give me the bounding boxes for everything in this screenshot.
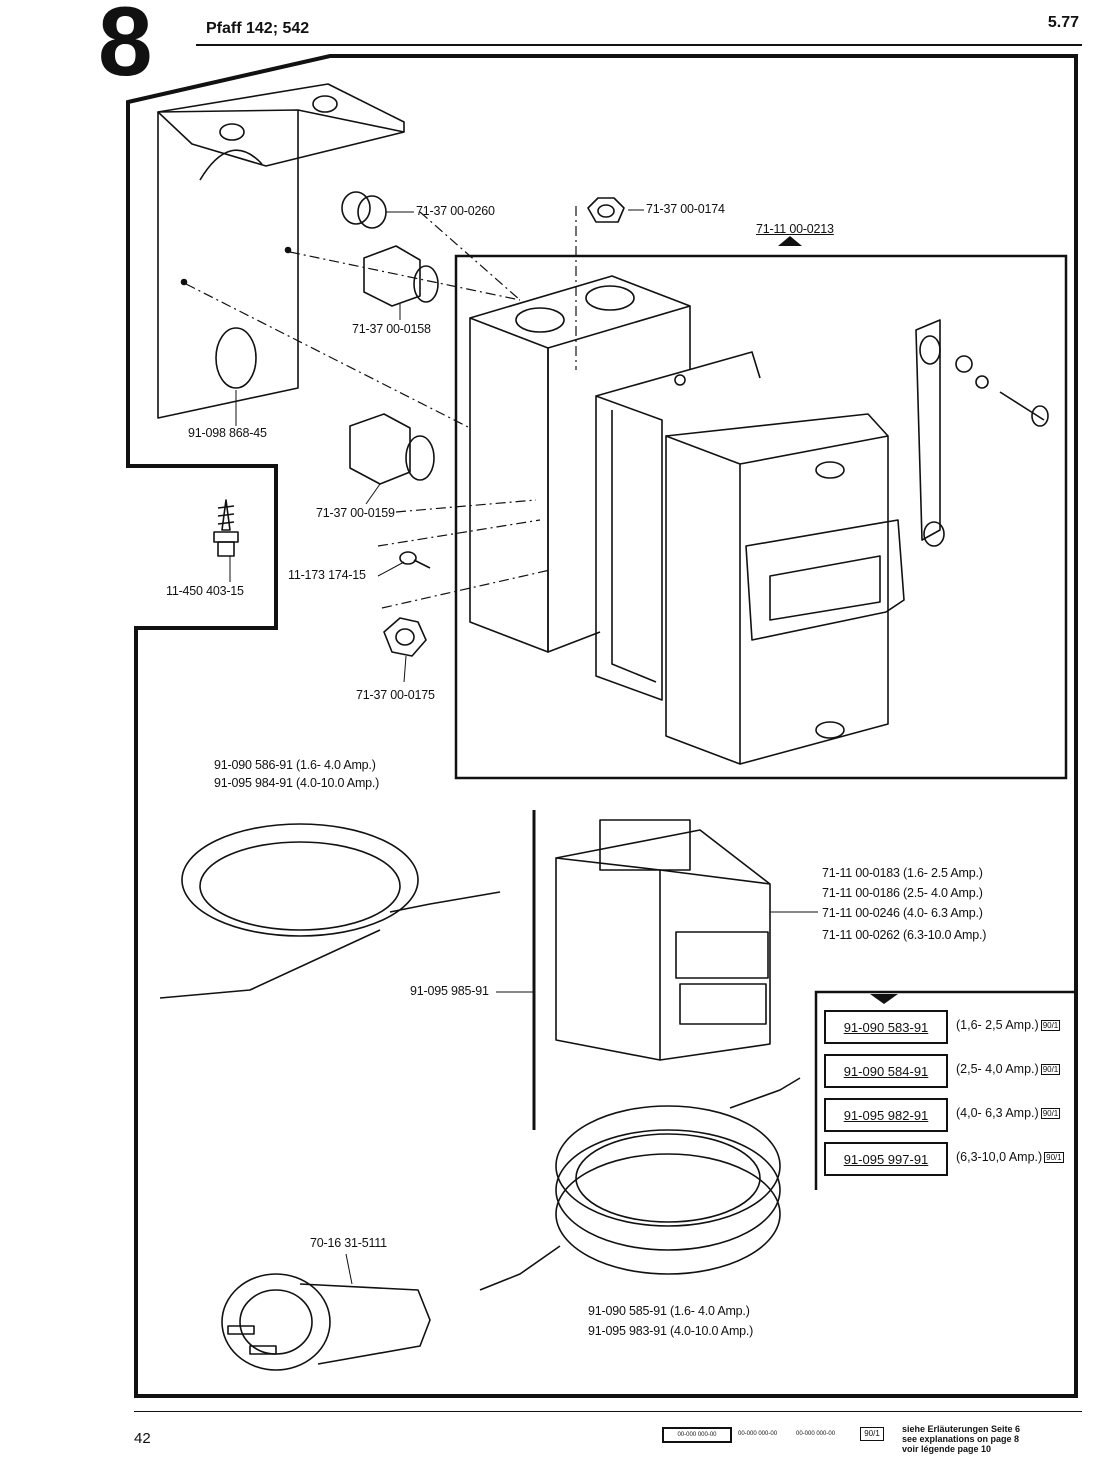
label-bridge-wire: 91-095 985-91	[410, 984, 489, 998]
complete-units-frame	[814, 990, 1076, 1190]
label-relay-3: 71-11 00-0246 (4.0- 6.3 Amp.)	[822, 906, 983, 920]
unit-badge: 90/1	[1040, 1064, 1061, 1075]
overload-relay	[555, 819, 771, 1061]
enclosure-box	[469, 275, 691, 653]
cable-coil-top	[159, 823, 501, 999]
unit-part-number: 91-095 982-91	[843, 1108, 929, 1123]
legend-badge: 90/1	[860, 1427, 884, 1441]
switch-assembly-frame	[454, 254, 1068, 780]
small-screw	[399, 551, 431, 569]
revision-date: 5.77	[1047, 14, 1079, 31]
label-relay-2: 71-11 00-0186 (2.5- 4.0 Amp.)	[822, 886, 983, 900]
label-lock-nut-top: 71-37 00-0174	[646, 202, 725, 216]
unit-box-3: 91-095 982-91	[824, 1098, 948, 1132]
gland-large	[349, 413, 435, 485]
lock-nut-bottom	[383, 617, 427, 657]
label-switch-assembly: 71-11 00-0213	[756, 222, 834, 236]
unit-range-text: (1,6- 2,5 Amp.)	[956, 1018, 1039, 1032]
unit-range-text: (4,0- 6,3 Amp.)	[956, 1106, 1039, 1120]
label-cable-bottom-2: 91-095 983-91 (4.0-10.0 Amp.)	[588, 1324, 754, 1338]
cap-seal	[341, 191, 387, 229]
section-number: 8	[98, 0, 153, 96]
legend-text-2: 00-000 000-00	[738, 1431, 778, 1437]
legend-box-primary: 00-000 000-00	[662, 1427, 732, 1443]
label-gland-large: 71-37 00-0159	[316, 506, 395, 520]
label-lock-nut-bottom: 71-37 00-0175	[356, 688, 435, 702]
power-plug	[221, 1273, 431, 1371]
note-german: siehe Erläuterungen Seite 6	[902, 1424, 1021, 1434]
unit-badge: 90/1	[1040, 1020, 1061, 1031]
footer-rule	[134, 1411, 1082, 1412]
switch-cover	[665, 413, 905, 765]
label-relay-4: 71-11 00-0262 (6.3-10.0 Amp.)	[822, 928, 987, 942]
unit-range-4: (6,3-10,0 Amp.)90/1	[956, 1150, 1064, 1164]
assembly-arrow-icon	[778, 236, 802, 246]
wood-screw	[213, 499, 239, 557]
legend-text-3: 00-000 000-00	[796, 1431, 836, 1437]
page-title: Pfaff 142; 542	[206, 20, 310, 37]
label-cable-top-1: 91-090 586-91 (1.6- 4.0 Amp.)	[214, 758, 376, 772]
unit-part-number: 91-090 584-91	[843, 1064, 929, 1079]
unit-range-text: (6,3-10,0 Amp.)	[956, 1150, 1043, 1164]
unit-range-text: (2,5- 4,0 Amp.)	[956, 1062, 1039, 1076]
label-cap-seal: 71-37 00-0260	[416, 204, 495, 218]
washer-screw	[955, 355, 1049, 427]
note-english: see explanations on page 8	[902, 1434, 1020, 1444]
unit-part-number: 91-095 997-91	[843, 1152, 929, 1167]
label-relay-1: 71-11 00-0183 (1.6- 2.5 Amp.)	[822, 866, 983, 880]
unit-range-1: (1,6- 2,5 Amp.)90/1	[956, 1018, 1061, 1032]
unit-part-number: 91-090 583-91	[843, 1020, 929, 1035]
gland-small	[363, 245, 439, 307]
page-number: 42	[134, 1430, 151, 1447]
unit-badge: 90/1	[1040, 1108, 1061, 1119]
unit-box-2: 91-090 584-91	[824, 1054, 948, 1088]
unit-box-4: 91-095 997-91	[824, 1142, 948, 1176]
label-cable-top-2: 91-095 984-91 (4.0-10.0 Amp.)	[214, 776, 380, 790]
unit-range-2: (2,5- 4,0 Amp.)90/1	[956, 1062, 1061, 1076]
label-cable-bottom-1: 91-090 585-91 (1.6- 4.0 Amp.)	[588, 1304, 750, 1318]
header-rule	[196, 44, 1082, 46]
unit-box-1: 91-090 583-91	[824, 1010, 948, 1044]
gasket-frame	[595, 351, 761, 701]
units-arrow-icon	[870, 994, 898, 1004]
cable-coil-bottom	[479, 1077, 801, 1291]
legend-notes: siehe Erläuterungen Seite 6 see explanat…	[902, 1424, 1020, 1454]
label-gland-small: 71-37 00-0158	[352, 322, 431, 336]
label-small-screw: 11-173 174-15	[288, 568, 366, 582]
unit-badge: 90/1	[1044, 1152, 1064, 1163]
label-wood-screw: 11-450 403-15	[166, 584, 244, 598]
note-french: voir légende page 10	[902, 1444, 992, 1454]
outer-frame	[126, 54, 1078, 1398]
lock-nut-top	[587, 197, 625, 223]
mounting-bracket	[157, 83, 405, 419]
label-bracket: 91-098 868-45	[188, 426, 267, 440]
grounding-strap	[915, 319, 945, 547]
unit-range-3: (4,0- 6,3 Amp.)90/1	[956, 1106, 1061, 1120]
label-plug: 70-16 31-5111	[310, 1236, 387, 1250]
